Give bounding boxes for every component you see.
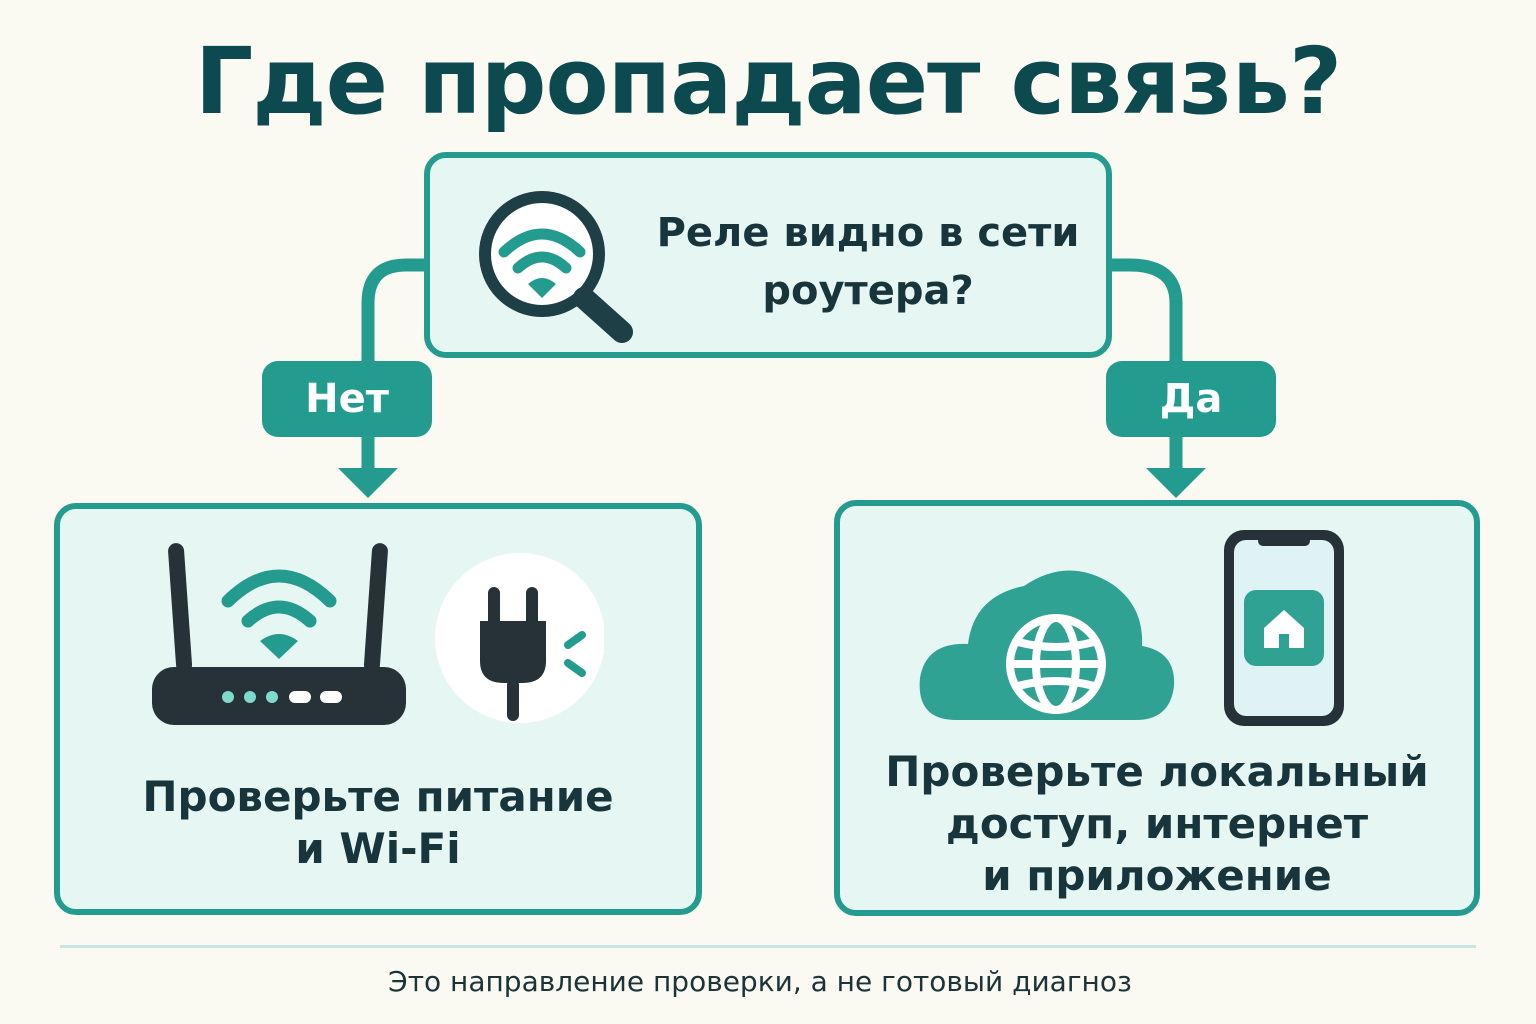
wifi-magnifier-icon xyxy=(479,191,633,343)
cloud-globe-icon xyxy=(919,570,1175,720)
arrow-no-head xyxy=(338,468,398,498)
question-box: Реле видно в сети роутера? xyxy=(424,152,1112,358)
power-plug-icon xyxy=(435,553,604,723)
branch-no-label: Нет xyxy=(262,361,432,437)
yes-result-line-3: и приложение xyxy=(982,851,1332,900)
yes-result-box: Проверьте локальный доступ, интернет и п… xyxy=(834,500,1480,916)
smartphone-home-icon xyxy=(1224,530,1344,726)
yes-result-text: Проверьте локальный доступ, интернет и п… xyxy=(840,746,1474,902)
question-line-1: Реле видно в сети xyxy=(656,210,1080,256)
page-title: Где пропадает связь? xyxy=(194,28,1343,135)
router-icon xyxy=(152,543,406,725)
footer-divider xyxy=(60,945,1476,948)
no-result-line-2: и Wi-Fi xyxy=(295,824,461,873)
yes-result-line-1: Проверьте локальный xyxy=(885,747,1429,796)
arrow-yes-head xyxy=(1146,468,1206,498)
connector-yes-line xyxy=(1112,258,1183,362)
footnote: Это направление проверки, а не готовый д… xyxy=(388,965,1132,998)
no-result-box: Проверьте питание и Wi-Fi xyxy=(54,503,702,915)
question-line-2: роутера? xyxy=(762,268,974,314)
connector-no-line xyxy=(361,258,424,362)
no-result-line-1: Проверьте питание xyxy=(142,772,614,821)
branch-yes-label: Да xyxy=(1106,361,1276,437)
no-result-text: Проверьте питание и Wi-Fi xyxy=(60,771,696,875)
yes-result-line-2: доступ, интернет xyxy=(945,799,1369,848)
question-text: Реле видно в сети роутера? xyxy=(648,204,1088,320)
